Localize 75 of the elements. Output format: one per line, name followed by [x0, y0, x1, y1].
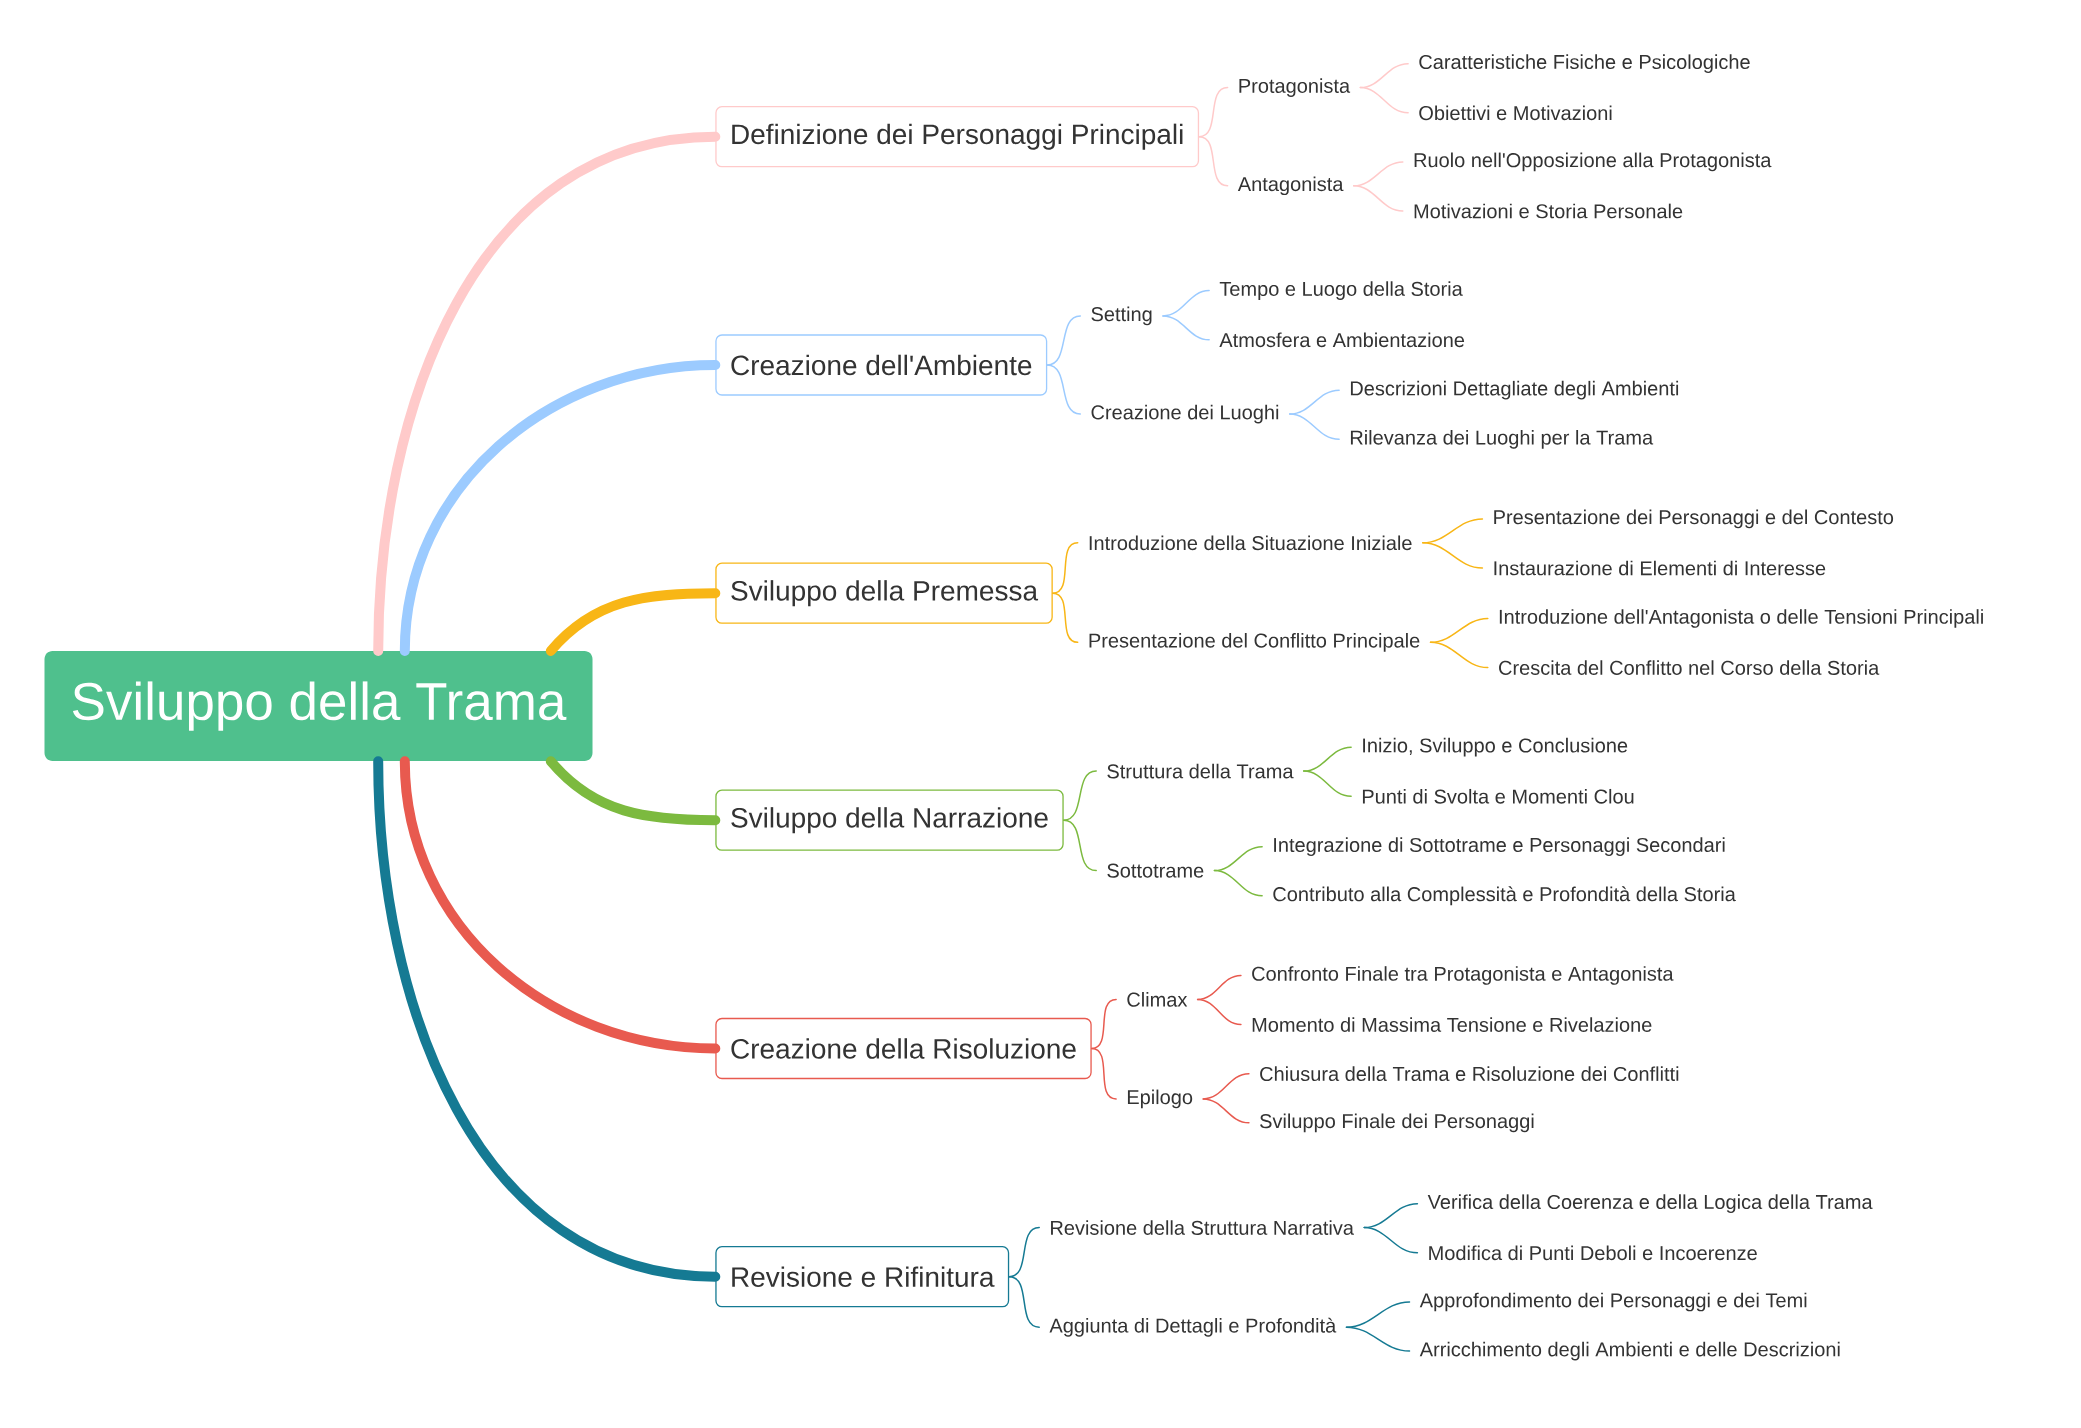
- subtopic-label: Setting: [1091, 306, 1152, 326]
- connector-line: [1052, 592, 1079, 644]
- subtopic-label: Creazione dei Luoghi: [1091, 404, 1279, 424]
- branch-line: [373, 756, 721, 1282]
- topic-box: Definizione dei Personaggi Principali: [715, 106, 1200, 168]
- connector-line: [1196, 998, 1242, 1026]
- detail-label: Confronto Finale tra Protagonista e Antagonista: [1252, 966, 1674, 985]
- connector-line: [1363, 1226, 1419, 1254]
- subtopic-label: Antagonista: [1237, 176, 1344, 196]
- connector-line: [1202, 1098, 1250, 1124]
- subtopic-label: Revisione della Struttura Narrativa: [1051, 1220, 1354, 1235]
- subtopic-label: Presentazione del Conflitto Principale: [1089, 632, 1420, 652]
- detail-label: Integrazione di Sottotrame e Personaggi Secondari: [1274, 837, 1725, 857]
- topic-box: Revisione e Rifinitura: [715, 1246, 1010, 1308]
- detail-label: Inizio, Sviluppo e Conclusione: [1363, 737, 1628, 757]
- connector-line: [1352, 185, 1404, 212]
- central-topic-box: Sviluppo della Trama: [44, 651, 593, 762]
- detail-label: Sviluppo Finale dei Personaggi: [1260, 1113, 1534, 1133]
- detail-label: Punti di Svolta e Momenti Clou: [1362, 788, 1634, 804]
- connector-line: [1345, 1326, 1411, 1352]
- connector-line: [1090, 998, 1117, 1050]
- connector-line: [1359, 86, 1409, 114]
- topic-box: Creazione dell'Ambiente: [715, 334, 1048, 396]
- topic-box: Sviluppo della Premessa: [715, 562, 1053, 624]
- connector-line: [1062, 770, 1097, 821]
- connector-line: [1052, 542, 1079, 594]
- detail-label: Caratteristiche Fisiche e Psicologiche: [1419, 54, 1750, 73]
- connector-line: [1046, 315, 1082, 366]
- detail-label: Atmosfera e Ambientazione: [1219, 332, 1465, 348]
- detail-label: Chiusura della Trama e Risoluzione dei Conflitti: [1260, 1066, 1679, 1082]
- connector-line: [1008, 1275, 1040, 1328]
- detail-label: Rilevanza dei Luoghi per la Trama: [1350, 429, 1654, 449]
- connector-line: [1302, 770, 1352, 798]
- branch-line: [373, 131, 721, 656]
- connector-line: [1345, 1301, 1411, 1328]
- detail-label: Presentazione dei Personaggi e del Contesto: [1494, 509, 1894, 529]
- subtopic-label: Struttura della Trama: [1107, 763, 1294, 779]
- branch-line: [399, 360, 721, 656]
- topic-box: Sviluppo della Narrazione: [715, 789, 1064, 851]
- detail-label: Verifica della Coerenza e della Logica della Trama: [1427, 1194, 1873, 1214]
- connector-line: [1198, 135, 1229, 187]
- connector-line: [1162, 315, 1210, 341]
- detail-label: Modifica di Punti Deboli e Incoerenze: [1429, 1245, 1757, 1261]
- detail-label: Crescita del Conflitto nel Corso della Storia: [1499, 660, 1880, 675]
- branch-line: [545, 588, 721, 656]
- subtopic-label: Protagonista: [1239, 78, 1351, 97]
- detail-label: Arricchimento degli Ambienti e delle Descrizioni: [1419, 1341, 1840, 1361]
- topic-box: Creazione della Risoluzione: [715, 1017, 1092, 1080]
- subtopic-label: Aggiunta di Dettagli e Profondità: [1049, 1317, 1337, 1337]
- connector-line: [1196, 974, 1242, 1001]
- detail-label: Ruolo nell'Opposizione alla Protagonista: [1414, 152, 1772, 172]
- detail-label: Instaurazione di Elementi di Interesse: [1494, 560, 1826, 576]
- connector-line: [1429, 641, 1489, 669]
- detail-label: Obiettivi e Motivazioni: [1419, 105, 1612, 121]
- connector-line: [1422, 542, 1484, 569]
- subtopic-label: Sottotrame: [1107, 863, 1204, 878]
- subtopic-label: Climax: [1127, 992, 1188, 1007]
- detail-label: Motivazioni e Storia Personale: [1414, 203, 1683, 219]
- detail-label: Descrizioni Dettagliate degli Ambienti: [1350, 380, 1679, 400]
- subtopic-label: Epilogo: [1127, 1089, 1193, 1109]
- detail-label: Momento di Massima Tensione e Rivelazione: [1252, 1017, 1652, 1032]
- connector-line: [1090, 1047, 1117, 1100]
- connector-line: [1046, 364, 1082, 415]
- detail-label: Contributo alla Complessità e Profondità della Storia: [1273, 886, 1736, 906]
- branch-line: [399, 756, 721, 1054]
- detail-label: Tempo e Luogo della Storia: [1219, 281, 1463, 300]
- subtopic-label: Introduzione della Situazione Iniziale: [1089, 535, 1412, 551]
- detail-label: Approfondimento dei Personaggi e dei Temi: [1419, 1292, 1807, 1312]
- connector-line: [1062, 819, 1097, 872]
- branch-line: [545, 756, 721, 826]
- connector-line: [1289, 389, 1340, 415]
- connector-line: [1429, 617, 1489, 644]
- connector-line: [1213, 869, 1263, 897]
- connector-line: [1289, 413, 1340, 441]
- detail-label: Introduzione dell'Antagonista o delle Tensioni Principali: [1499, 609, 1983, 628]
